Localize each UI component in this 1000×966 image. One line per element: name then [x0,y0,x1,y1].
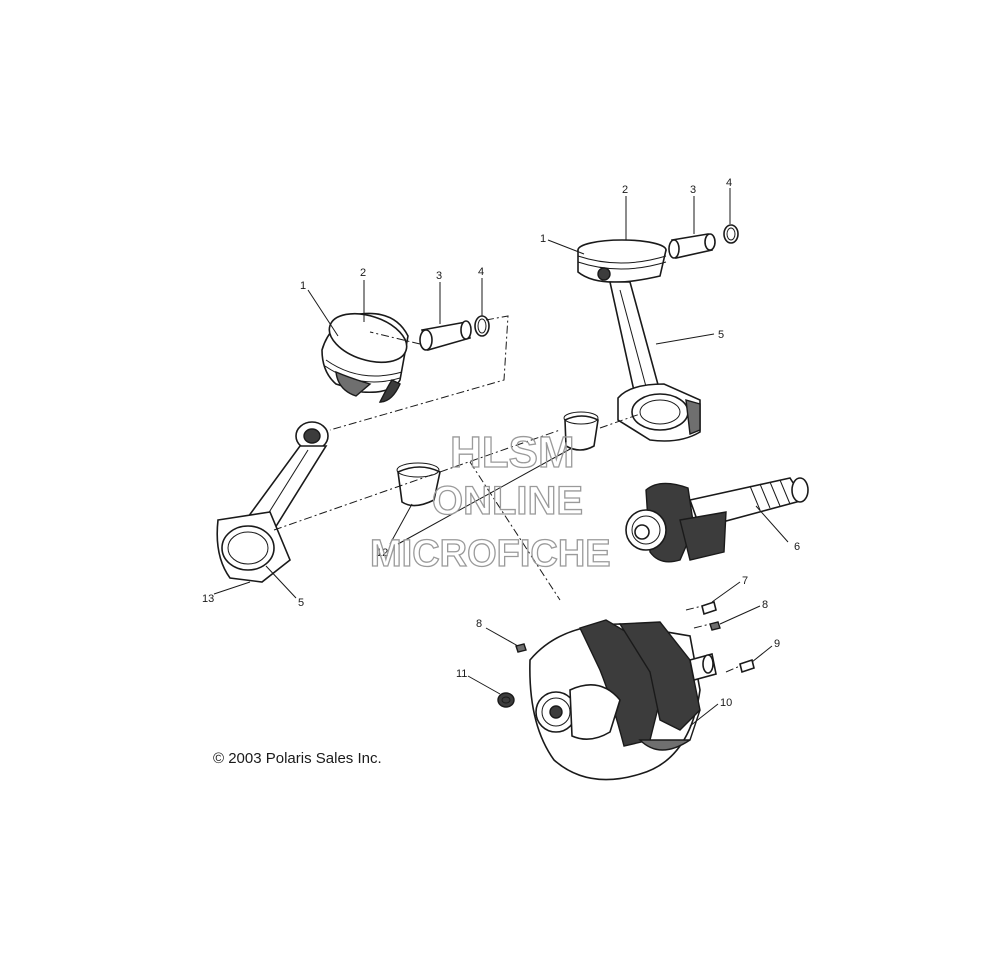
callout-10: 10 [720,697,732,709]
callout-rod-13: 13 [202,593,214,605]
watermark-line-2: ONLINE [432,479,583,523]
balance-shaft [625,477,809,563]
callout-right-4: 4 [726,177,732,189]
callout-6: 6 [794,541,800,553]
callout-rod-5: 5 [298,597,304,609]
callout-bearing-12: 12 [376,547,388,559]
callout-8-left: 8 [476,618,482,630]
callout-8-right: 8 [762,599,768,611]
crankshaft-small-parts [497,600,755,708]
leader-lines [213,188,789,727]
watermark: HLSM ONLINE MICROFICHE [369,427,611,575]
callout-left-1: 1 [300,280,306,292]
left-piston-assembly [321,312,490,403]
callout-labels: 1 2 3 4 1 2 3 4 5 5 13 12 6 7 8 8 9 11 1… [202,177,800,709]
copyright-text: © 2003 Polaris Sales Inc. [213,750,382,767]
callout-left-3: 3 [436,270,442,282]
left-connecting-rod [216,421,329,583]
right-piston-assembly [577,224,739,283]
connecting-rod-bearings [396,411,599,507]
callout-7: 7 [742,575,748,587]
crankshaft [529,619,717,781]
callout-11: 11 [456,668,467,680]
callout-left-4: 4 [478,266,484,278]
watermark-line-1: HLSM [450,428,575,477]
callout-right-1: 1 [540,233,546,245]
watermark-line-3: MICROFICHE [370,533,611,575]
right-connecting-rod [609,281,701,442]
callout-right-3: 3 [690,184,696,196]
callout-9: 9 [774,638,780,650]
callout-left-2: 2 [360,267,366,279]
assembly-centerlines [273,315,741,673]
callout-right-2: 2 [622,184,628,196]
callout-right-5: 5 [718,329,724,341]
